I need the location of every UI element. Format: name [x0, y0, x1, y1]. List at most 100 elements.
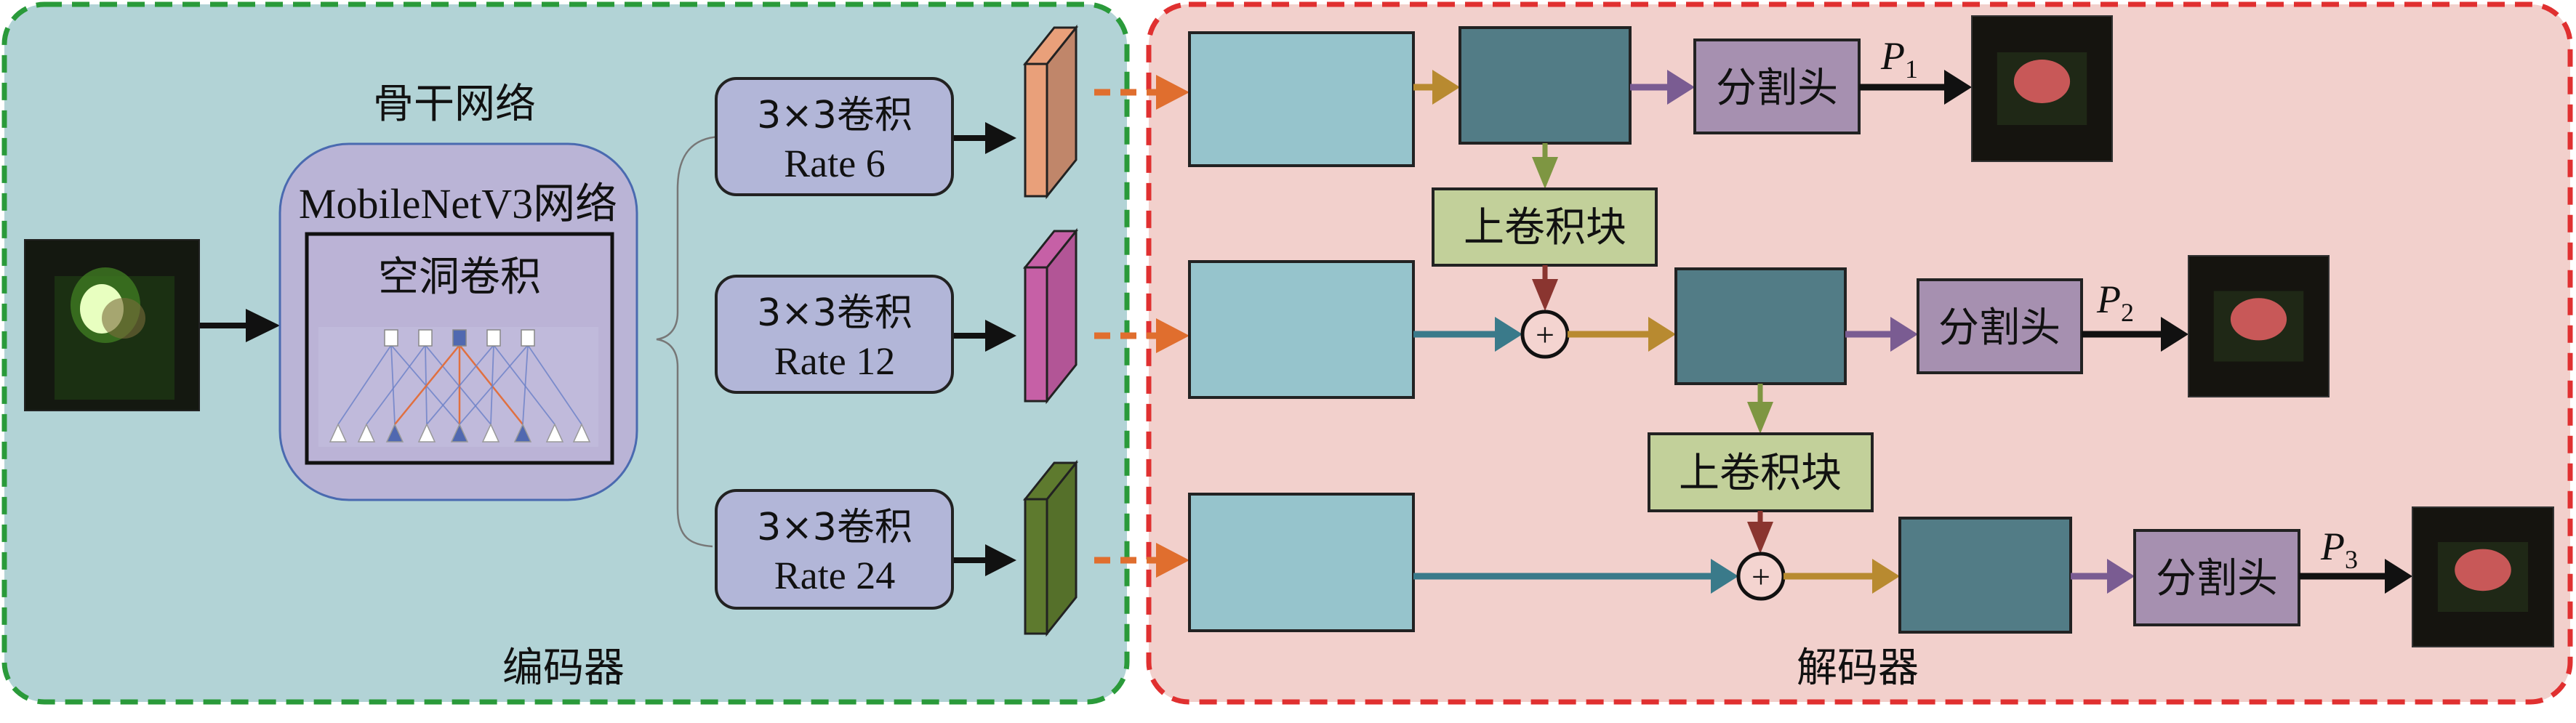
atrous-link — [522, 344, 529, 425]
output-image-3 — [2412, 506, 2554, 647]
add-node-1-symbol: + — [1536, 316, 1554, 353]
atrous-link — [337, 344, 392, 425]
atrous-conv-label: 空洞卷积 — [378, 254, 541, 301]
arrow-up1-to-plus1-head — [1532, 279, 1558, 311]
feature-map-front — [1024, 62, 1048, 198]
arrow-head3-to-output3-head — [2385, 559, 2412, 594]
attention-gate-3 — [1188, 493, 1415, 632]
input-node — [329, 423, 348, 443]
backbone-title: 骨干网络 — [373, 81, 536, 128]
atrous-link — [459, 344, 523, 425]
rate-conv-box — [715, 275, 954, 394]
upconv-block-2-label: 上卷积块 — [1679, 450, 1842, 497]
rate-branch-1: 3×3卷积 Rate 6 — [715, 24, 1079, 200]
segmentation-mask — [2013, 60, 2071, 103]
feature-map-front — [1024, 266, 1048, 403]
rate-conv-rate: Rate 12 — [774, 339, 895, 383]
arrow-msc1-to-up1-head — [1532, 157, 1558, 189]
seg-head-1-label: 分割头 — [1716, 65, 1838, 112]
atrous-link — [390, 344, 460, 425]
output-label-p1: P1 — [1880, 34, 1918, 84]
output-node — [384, 329, 398, 347]
atrous-link — [394, 344, 460, 425]
arrow-gate1-to-msc1-head — [1432, 70, 1460, 105]
segmentation-mask — [2230, 298, 2287, 341]
input-node — [545, 423, 564, 443]
output-label-p2: P2 — [2096, 278, 2134, 327]
atrous-link — [527, 344, 582, 425]
output-node — [452, 329, 467, 347]
atrous-link — [390, 344, 396, 425]
arrow-msc1-to-head1-head — [1667, 70, 1695, 105]
input-node — [481, 423, 500, 443]
rate-conv-title: 3×3卷积 — [757, 94, 912, 137]
arrow-head1-to-output1-head — [1944, 70, 1972, 105]
arrow-head — [985, 544, 1016, 576]
segmentation-mask — [2455, 549, 2511, 591]
output-node — [521, 329, 535, 347]
decoder-panel — [1146, 1, 2573, 705]
output-node — [486, 329, 501, 347]
multiscale-block-3 — [1898, 517, 2072, 634]
rate-conv-box — [715, 489, 954, 610]
arrow-msc2-to-up2-head — [1747, 402, 1773, 434]
output-image-1 — [1971, 15, 2113, 162]
arrow-head — [985, 320, 1016, 352]
atrous-link — [366, 344, 426, 425]
arrow-plus1-to-msc2-head — [1648, 317, 1676, 352]
rate-branch-3: 3×3卷积 Rate 24 — [715, 459, 1079, 637]
seg-head-3-label: 分割头 — [2156, 555, 2278, 602]
input-node — [417, 423, 436, 443]
encoder-label: 编码器 — [502, 645, 625, 692]
upconv-block-2 — [1648, 432, 1874, 512]
input-node — [572, 423, 591, 443]
input-node — [513, 423, 532, 443]
output-label-p3: P3 — [2320, 525, 2358, 574]
skip-arrow-head — [1156, 318, 1189, 353]
decoder-label: 解码器 — [1797, 645, 1919, 692]
multiscale-block-2 — [1674, 267, 1847, 385]
atrous-link — [490, 344, 494, 425]
attention-gate-2 — [1188, 260, 1415, 399]
seg-head-2 — [1917, 278, 2083, 374]
atrous-link — [493, 344, 555, 425]
mobilenet-label: MobileNetV3网络 — [299, 180, 617, 227]
input-node — [385, 423, 404, 443]
arrow-input-to-backbone — [200, 309, 280, 342]
arrow-gate2-to-plus1-head — [1495, 317, 1522, 352]
rate-conv-rate: Rate 6 — [784, 142, 885, 185]
input-node — [450, 423, 469, 443]
branch-brace — [656, 135, 721, 548]
multiscale-block-1 — [1458, 26, 1632, 145]
arrow-msc3-to-head3-head — [2107, 559, 2135, 594]
input-image — [24, 239, 200, 411]
output-node — [418, 329, 433, 347]
arrow-gate3-to-plus2-head — [1711, 559, 1738, 594]
rate-conv-box — [715, 77, 954, 196]
attention-gate-1 — [1188, 31, 1415, 167]
atrous-conv-graph — [329, 329, 591, 443]
skip-arrow-head — [1156, 543, 1189, 578]
seg-head-2-label: 分割头 — [1938, 304, 2061, 352]
rate-conv-rate: Rate 24 — [774, 554, 895, 597]
input-node — [357, 423, 376, 443]
upconv-block-1-label: 上卷积块 — [1464, 204, 1626, 251]
atrous-link — [459, 344, 529, 425]
arrow-msc2-to-head2-head — [1890, 317, 1918, 352]
skip-arrow-head — [1156, 75, 1189, 110]
arrow-plus2-to-msc3-head — [1872, 559, 1900, 594]
arrow-head2-to-output2-head — [2161, 317, 2188, 352]
arrow-head — [985, 122, 1016, 154]
rate-conv-title: 3×3卷积 — [757, 291, 912, 335]
feature-map-front — [1024, 498, 1048, 635]
atrous-link — [426, 344, 494, 425]
rate-conv-title: 3×3卷积 — [757, 506, 912, 549]
seg-head-3 — [2133, 529, 2300, 626]
add-node-2-symbol: + — [1752, 558, 1770, 595]
atrous-link — [425, 344, 491, 425]
arrow-up2-to-plus2-head — [1747, 522, 1773, 554]
output-image-2 — [2188, 255, 2330, 397]
upconv-block-1 — [1432, 187, 1658, 267]
